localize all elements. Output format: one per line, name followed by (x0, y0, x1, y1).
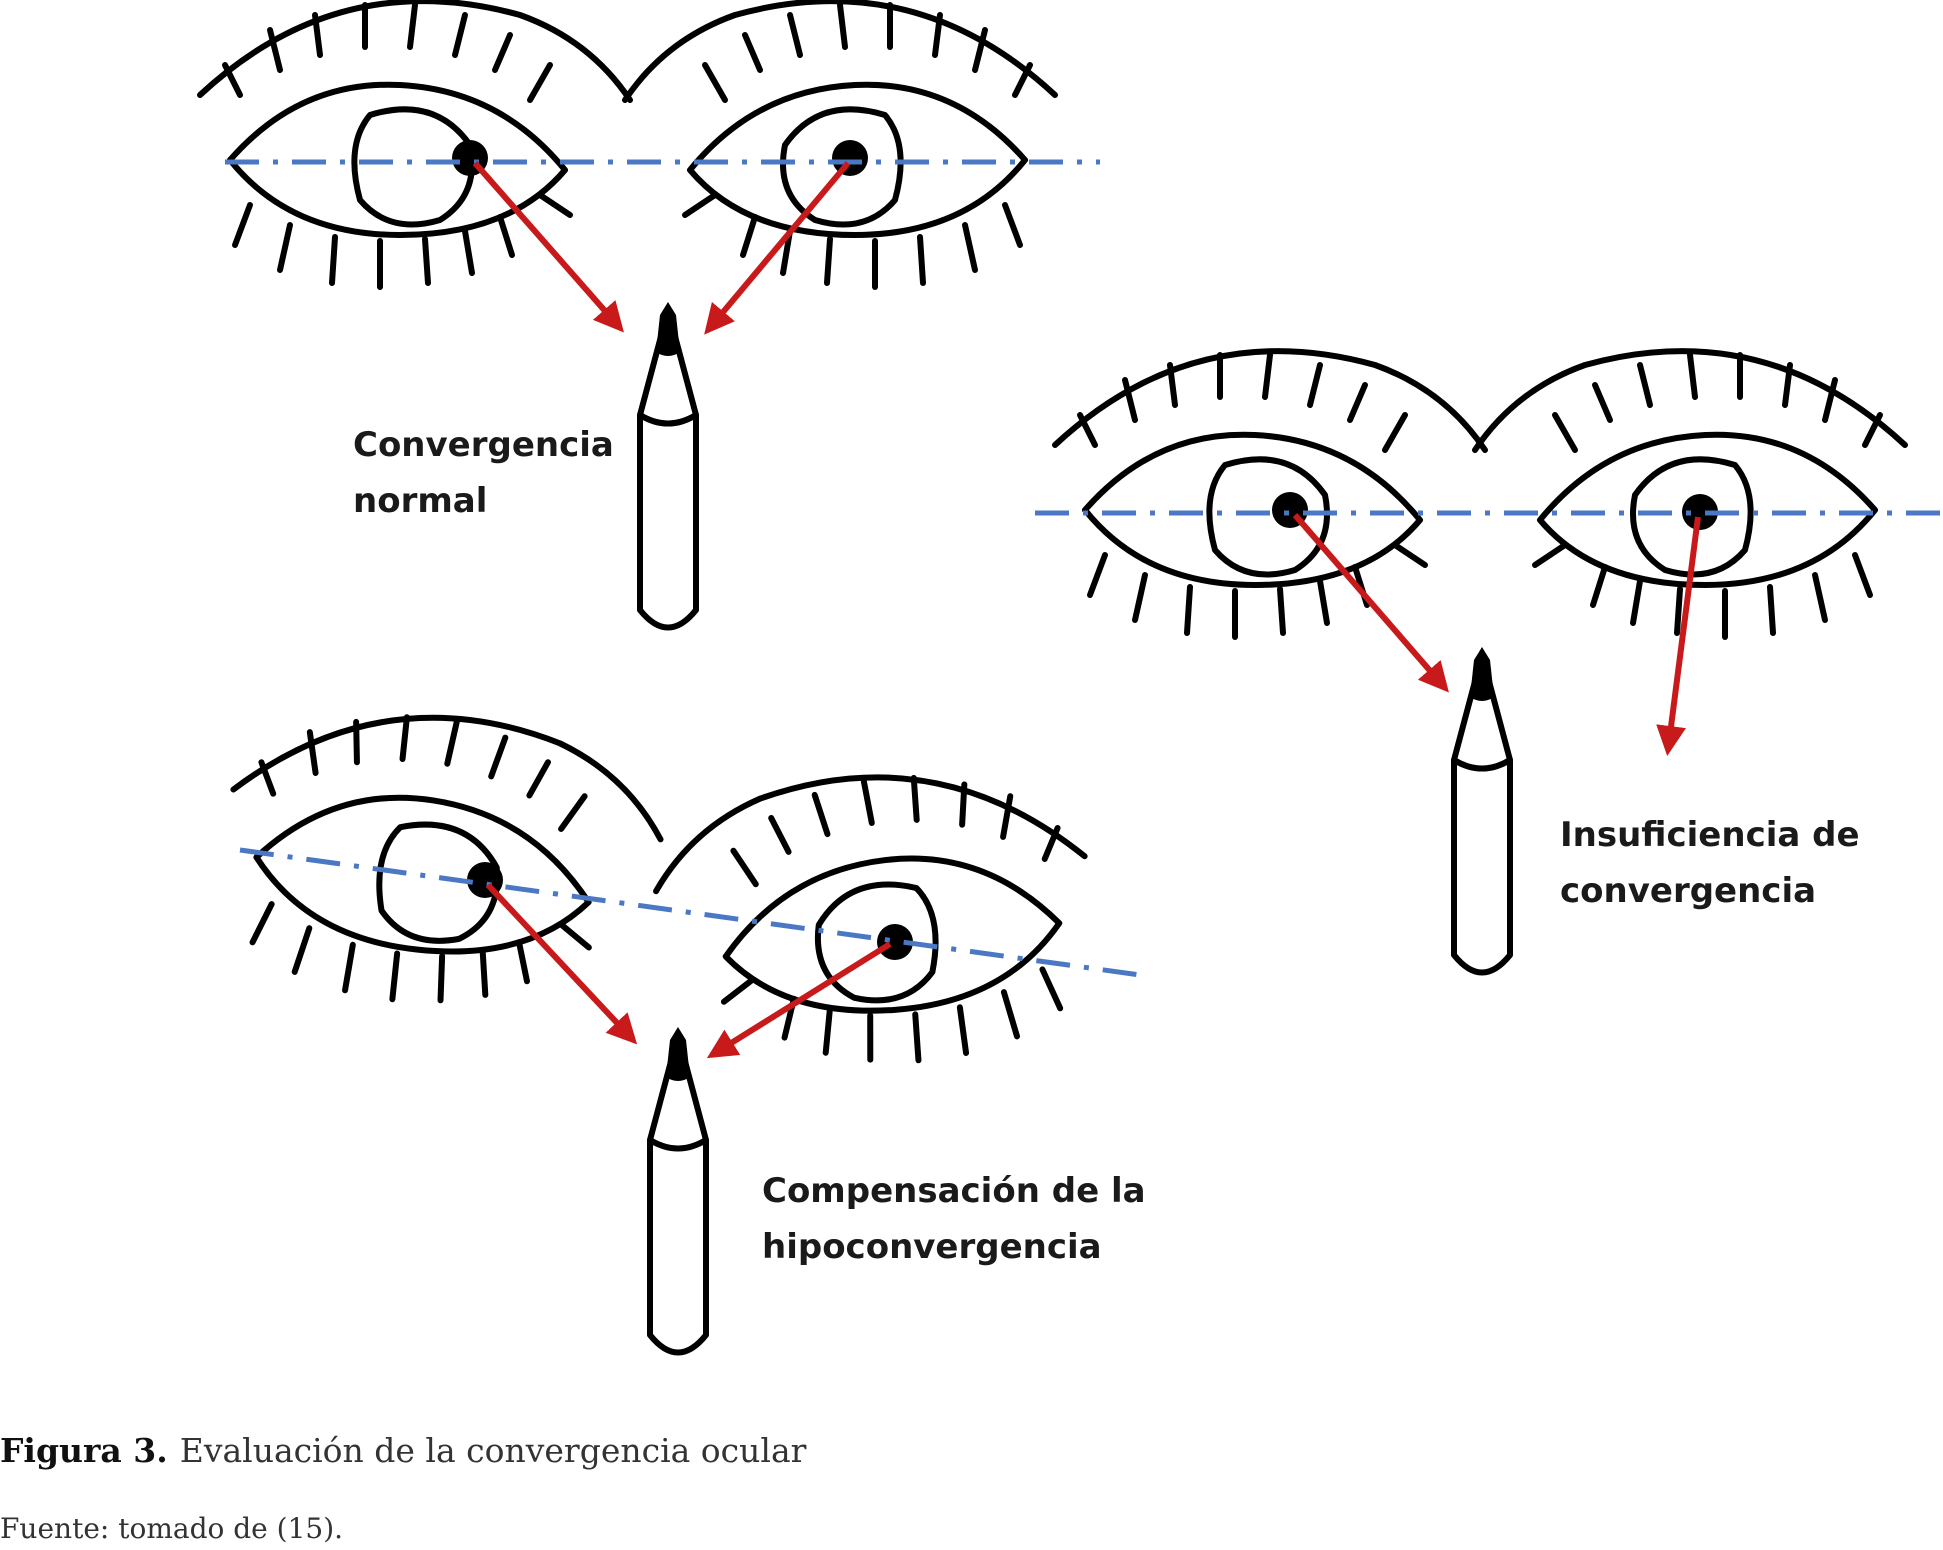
figure-source: Fuente: tomado de (15). (0, 1512, 343, 1545)
figure-label: Figura 3. (0, 1431, 168, 1470)
label-normal-line2: normal (353, 481, 487, 521)
left-eye-icon (1055, 351, 1485, 637)
panel-insufficiency: Insuficiencia de convergencia (1035, 351, 1943, 972)
label-compensation-line1: Compensación de la (762, 1171, 1146, 1211)
right-pupil (832, 140, 868, 176)
figure-caption: Figura 3. Evaluación de la convergencia … (0, 1431, 807, 1470)
panel-normal: Convergencia normal (200, 1, 1100, 627)
label-compensation-line2: hipoconvergencia (762, 1227, 1102, 1267)
right-gaze-arrow (706, 941, 892, 1059)
pencil-icon (650, 1027, 706, 1353)
right-pupil (1682, 494, 1718, 530)
left-eye-icon (213, 696, 671, 1025)
panel-compensation: Compensación de la hipoconvergencia (213, 696, 1146, 1353)
pencil-icon (640, 302, 696, 628)
left-gaze-arrow (485, 882, 638, 1045)
label-normal-line1: Convergencia (353, 425, 614, 465)
right-eye-icon (649, 763, 1098, 1078)
label-insufficiency-line2: convergencia (1560, 871, 1816, 911)
gaze-reference-line (239, 847, 1141, 978)
pencil-icon (1454, 647, 1510, 973)
right-gaze-arrow (1656, 516, 1701, 756)
left-gaze-arrow (472, 161, 624, 333)
left-gaze-arrow (1292, 513, 1449, 693)
figure-title: Evaluación de la convergencia ocular (180, 1431, 807, 1470)
label-insufficiency-line1: Insuficiencia de (1560, 815, 1860, 855)
left-eye-icon (200, 1, 630, 287)
right-gaze-arrow (704, 161, 851, 335)
right-pupil (877, 924, 913, 960)
